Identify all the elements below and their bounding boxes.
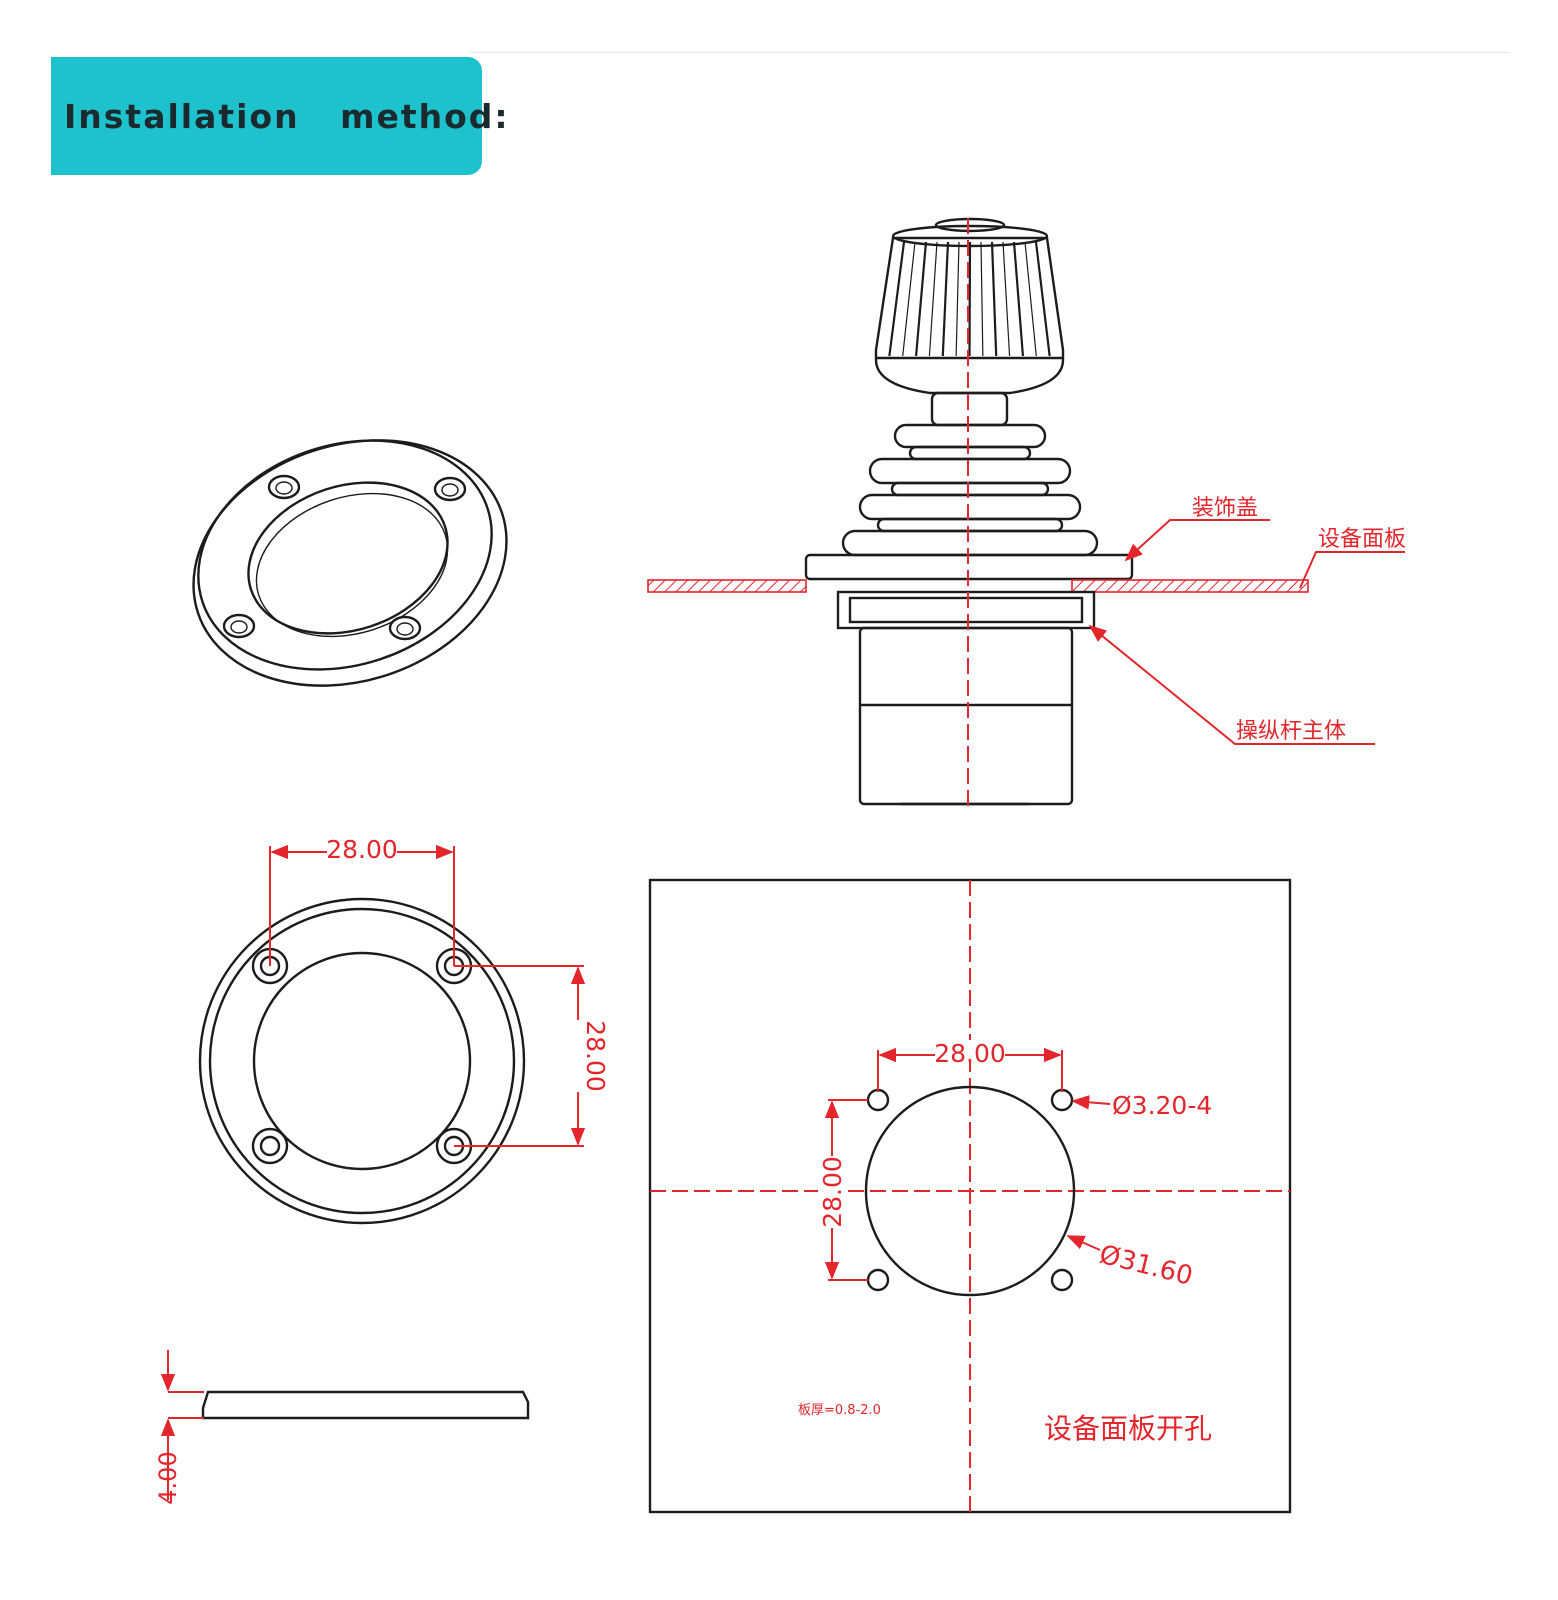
bore-callout-leader: [1066, 1235, 1101, 1251]
joystick-body-housing: [858, 626, 1074, 806]
ring-iso-hole-inner: [230, 620, 248, 634]
knob-rib: [1012, 241, 1025, 357]
ring-front-view: 28.00 28.00: [198, 835, 610, 1225]
panel-cutout-title: 设备面板开孔: [1044, 1412, 1212, 1445]
section-banner: Installation method:: [51, 57, 508, 175]
ring-front-dim-vertical: 28.00: [581, 1020, 610, 1092]
panel-section-right: [1071, 579, 1309, 593]
ring-front-bore: [252, 951, 472, 1171]
ring-iso-bore: [247, 481, 449, 635]
joystick-neck: [930, 391, 1009, 427]
label-panel: 设备面板: [1318, 527, 1406, 552]
ring-front-outer-face: [208, 907, 516, 1215]
knob-rib: [941, 241, 950, 357]
leader-joystick-body: [1088, 624, 1375, 745]
panel-section-left: [647, 579, 807, 593]
ring-front-holes: [251, 947, 473, 1165]
leader-decor-cover: [1124, 519, 1270, 562]
panel-bore-label: Ø31.60: [1096, 1240, 1195, 1292]
ring-iso-hole: [267, 474, 301, 500]
joystick-bellows: [841, 423, 1099, 557]
ring-iso-holes: [222, 474, 467, 641]
knob-cap: [934, 217, 1006, 233]
knob-rib: [1024, 241, 1037, 357]
ring-iso-hole-inner: [441, 483, 459, 497]
ring-iso-bore-inner: [255, 492, 449, 638]
top-divider: [470, 52, 1510, 53]
ring-iso-outer-edge: [192, 439, 508, 687]
ring-iso-hole-inner: [275, 481, 293, 495]
label-joystick-body: 操纵杆主体: [1236, 719, 1346, 744]
knob-grip-ribs: [888, 241, 1051, 357]
panel-dim-vertical: 28.00: [818, 1156, 847, 1228]
ring-iso-outer-face: [197, 439, 493, 671]
ring-iso-hole: [433, 476, 467, 502]
ring-side-profile: [201, 1390, 530, 1420]
ring-iso-hole-inner: [396, 622, 414, 636]
hole-callout-leader: [1071, 1095, 1111, 1110]
knob-rib: [1002, 241, 1011, 357]
label-decor-cover: 装饰盖: [1192, 496, 1258, 521]
leader-panel: [1299, 551, 1405, 589]
joystick-body-flange-inner: [848, 596, 1084, 624]
knob-rib: [902, 241, 916, 357]
panel-thickness-note: 板厚=0.8-2.0: [798, 1403, 881, 1418]
panel-dim-horizontal: 28.00: [934, 1039, 1006, 1068]
knob-rib: [990, 241, 998, 357]
knob-rib: [1034, 241, 1051, 357]
ring-side-dim-thickness: 4.00: [154, 1451, 182, 1504]
knob-rib: [888, 241, 906, 357]
ring-front-dim-horizontal: 28.00: [326, 835, 398, 864]
knob-rib: [955, 241, 960, 357]
knob-rib: [980, 241, 984, 357]
panel-hole-label: Ø3.20-4: [1112, 1091, 1212, 1120]
joystick-assembly-view: 装饰盖 设备面板 操纵杆主体: [647, 217, 1406, 808]
knob-rib: [914, 241, 928, 357]
knob-rib: [968, 241, 972, 357]
ring-isometric-view: [192, 439, 508, 687]
ring-side-view: 4.00: [154, 1350, 530, 1505]
banner-title: Installation method:: [64, 96, 510, 136]
panel-bore: [864, 1085, 1076, 1297]
panel-cutout-view: 28.00 28.00 Ø3.20-4 Ø31.60 板厚=0.8-2.0 设备…: [648, 878, 1292, 1514]
ring-iso-hole: [222, 613, 256, 639]
knob-body: [874, 236, 1065, 395]
knob-rib: [928, 241, 938, 357]
ring-iso-hole: [388, 615, 422, 641]
ring-front-outer-edge: [198, 897, 526, 1225]
